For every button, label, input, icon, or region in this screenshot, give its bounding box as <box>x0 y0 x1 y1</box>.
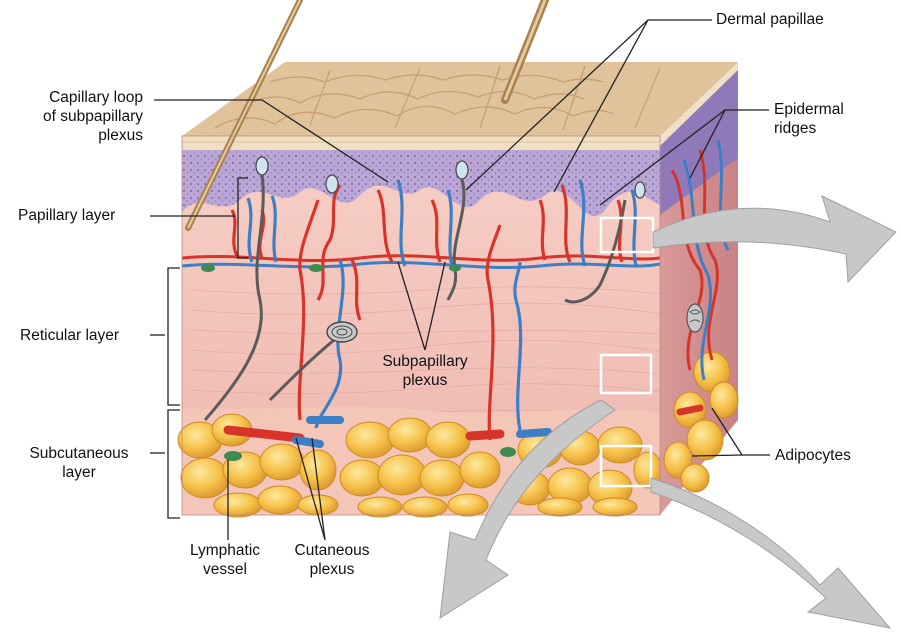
label-line: layer <box>14 463 144 482</box>
label-dermal-papillae: Dermal papillae <box>716 10 824 29</box>
label-line: ridges <box>774 119 844 138</box>
label-papillary-layer: Papillary layer <box>18 206 115 225</box>
label-papillary-layer-text: Papillary layer <box>18 206 115 225</box>
label-adipocytes: Adipocytes <box>775 446 851 465</box>
label-line: plexus <box>282 560 382 579</box>
label-line: Subcutaneous <box>14 444 144 463</box>
label-lymphatic-vessel: Lymphatic vessel <box>175 541 275 579</box>
label-reticular-layer: Reticular layer <box>20 326 119 345</box>
label-line: Lymphatic <box>175 541 275 560</box>
callout-arrow-bottom-right <box>651 478 890 628</box>
label-epidermal-ridges: Epidermal ridges <box>774 100 844 138</box>
label-subcutaneous-layer: Subcutaneous layer <box>14 444 144 482</box>
label-line: Capillary loop <box>43 88 143 107</box>
label-dermal-papillae-text: Dermal papillae <box>716 10 824 29</box>
label-line: of subpapillary <box>43 107 143 126</box>
label-line: Cutaneous <box>282 541 382 560</box>
label-reticular-layer-text: Reticular layer <box>20 326 119 345</box>
label-line: plexus <box>360 371 490 390</box>
label-subpapillary-plexus: Subpapillary plexus <box>360 352 490 390</box>
label-line: Epidermal <box>774 100 844 119</box>
label-line: vessel <box>175 560 275 579</box>
label-capillary-loop: Capillary loop of subpapillary plexus <box>43 88 143 145</box>
label-line: plexus <box>43 126 143 145</box>
label-cutaneous-plexus: Cutaneous plexus <box>282 541 382 579</box>
lamellated-corpuscle <box>327 322 357 342</box>
label-line: Subpapillary <box>360 352 490 371</box>
label-adipocytes-text: Adipocytes <box>775 446 851 465</box>
